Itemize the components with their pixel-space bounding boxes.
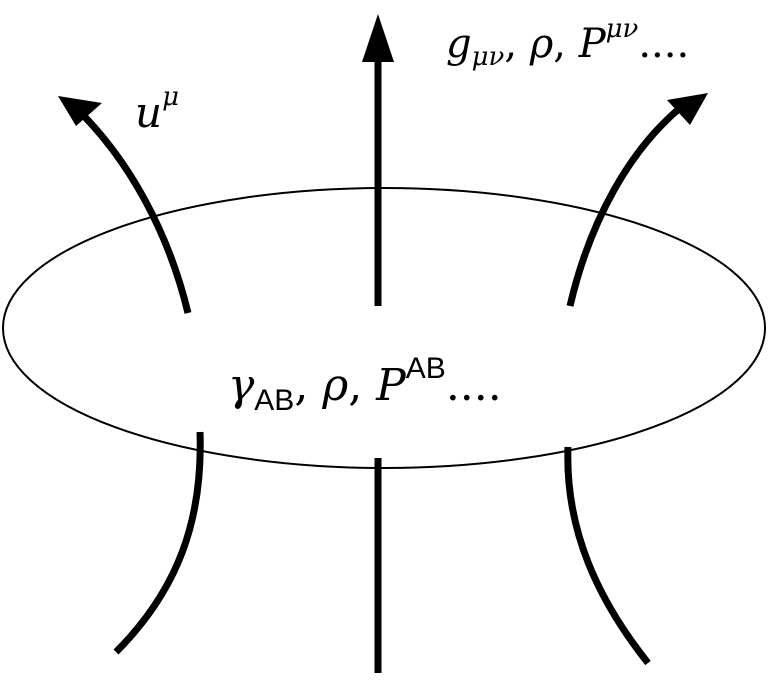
velocity-index: μ	[162, 82, 179, 112]
surface-separator-1: ,	[294, 360, 323, 411]
surface-fields-label: γAB, ρ, PAB....	[228, 354, 502, 416]
bulk-pressure-symbol: P	[578, 21, 606, 67]
arrowhead-top-left	[58, 96, 102, 126]
surface-pressure-index: AB	[405, 352, 446, 385]
surface-metric-symbol: γ	[228, 360, 255, 411]
bulk-density-symbol: ρ	[529, 21, 554, 67]
bulk-separator-2: ,	[553, 21, 579, 67]
bulk-pressure-index: μν	[605, 14, 639, 44]
bulk-ellipsis: ....	[638, 21, 690, 67]
surface-pressure-symbol: P	[376, 360, 406, 411]
bulk-metric-index: μν	[471, 42, 505, 72]
surface-density-symbol: ρ	[322, 360, 349, 411]
flow-line-bottom-right	[564, 446, 651, 666]
arrowhead-top-center	[362, 14, 394, 62]
membrane-surface	[2, 187, 766, 469]
surface-metric-index: AB	[254, 384, 295, 417]
bulk-separator-1: ,	[504, 21, 530, 67]
flow-line-top-left	[77, 109, 192, 314]
arrowhead-top-right	[667, 93, 708, 125]
surface-separator-2: ,	[348, 360, 377, 411]
flow-line-bottom-left	[113, 431, 204, 655]
bulk-metric-symbol: g	[446, 21, 472, 67]
flow-line-top-right	[566, 105, 683, 307]
bulk-fields-label: gμν, ρ, Pμν....	[446, 16, 690, 70]
velocity-label: uμ	[135, 84, 179, 134]
velocity-symbol: u	[135, 88, 163, 137]
surface-ellipsis: ....	[445, 360, 502, 411]
